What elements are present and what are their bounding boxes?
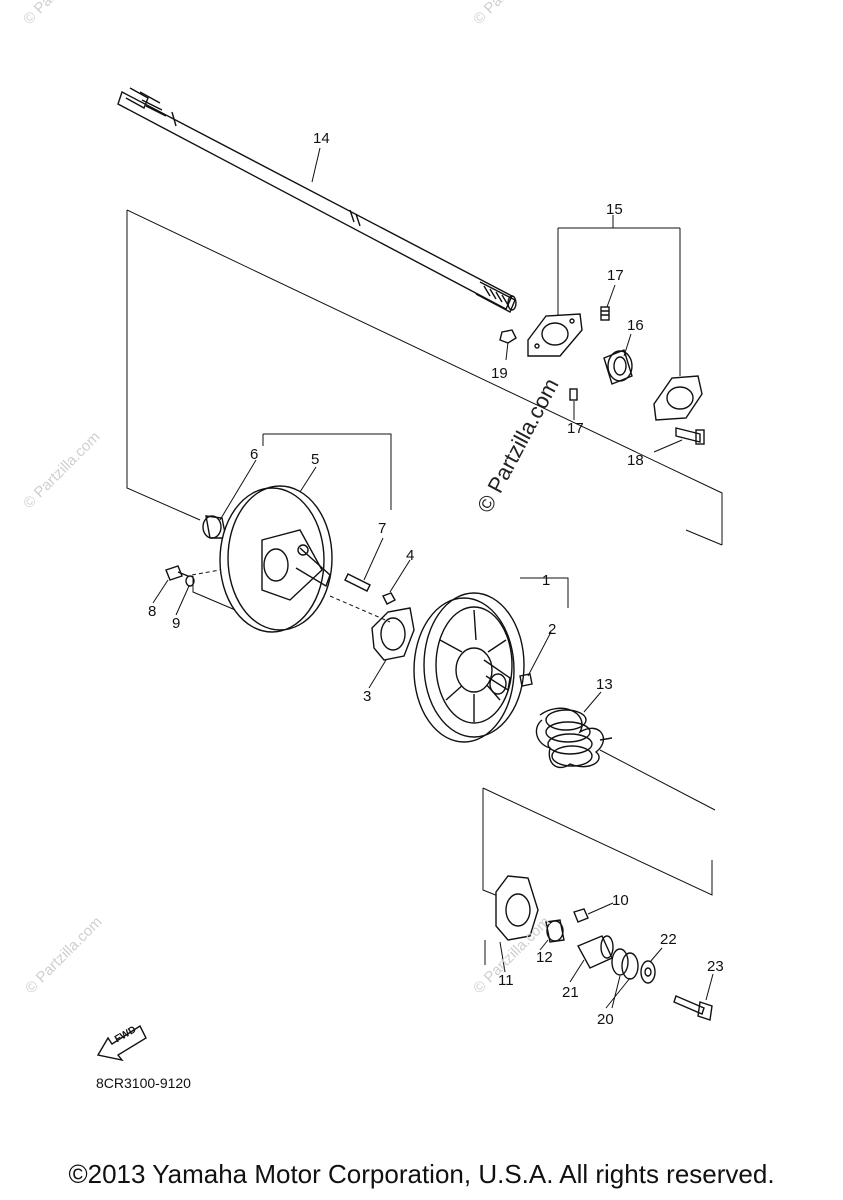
- label-20: 20: [597, 1011, 614, 1028]
- label-10: 10: [612, 892, 629, 909]
- label-9: 9: [172, 615, 181, 632]
- bushing-12: [545, 919, 565, 943]
- pin-7: [344, 573, 371, 592]
- screw-2: [519, 673, 533, 687]
- label-16: 16: [627, 317, 644, 334]
- copyright-footer: ©2013 Yamaha Motor Corporation, U.S.A. A…: [68, 1159, 775, 1189]
- label-6: 6: [250, 446, 259, 463]
- reference-lines: [126, 209, 723, 965]
- bolt-8: [165, 565, 189, 581]
- washer-9: [185, 575, 195, 587]
- collar-21: [577, 935, 614, 969]
- bolt-18: [675, 427, 705, 445]
- label-5: 5: [311, 451, 320, 468]
- nut-4: [382, 592, 396, 605]
- label-19: 19: [491, 365, 508, 382]
- bearing-housing-left: [527, 313, 583, 357]
- gasket: [371, 607, 415, 661]
- nut-19: [499, 329, 517, 344]
- label-23: 23: [707, 958, 724, 975]
- label-14: 14: [313, 130, 330, 147]
- washer-20: [611, 948, 639, 980]
- label-4: 4: [406, 547, 415, 564]
- washer-22: [640, 960, 656, 984]
- shaft: [117, 87, 517, 313]
- label-1: 1: [542, 572, 551, 589]
- label-21: 21: [562, 984, 579, 1001]
- fixed-sheave: [219, 485, 333, 633]
- label-2: 2: [548, 621, 557, 638]
- label-7: 7: [378, 520, 387, 537]
- movable-sheave: [413, 592, 525, 743]
- bearing-housing-right: [653, 375, 703, 421]
- bolt-23: [673, 995, 713, 1021]
- cam: [495, 875, 539, 941]
- label-12: 12: [536, 949, 553, 966]
- label-17: 17: [607, 267, 624, 284]
- bearing-collar: [603, 349, 633, 385]
- nut-10: [573, 908, 589, 923]
- label-15: 15: [606, 201, 623, 218]
- label-18: 18: [627, 452, 644, 469]
- fwd-arrow-icon: [96, 1024, 147, 1062]
- label-8: 8: [148, 603, 157, 620]
- label-11: 11: [498, 972, 514, 989]
- label-13: 13: [596, 676, 613, 693]
- label-3: 3: [363, 688, 372, 705]
- set-screw: [569, 306, 610, 401]
- spring: [535, 707, 613, 769]
- leader-lines: [152, 147, 714, 1009]
- label-17-secondary: 17: [567, 420, 584, 437]
- diagram-code: 8CR3100-9120: [96, 1075, 191, 1091]
- label-22: 22: [660, 931, 677, 948]
